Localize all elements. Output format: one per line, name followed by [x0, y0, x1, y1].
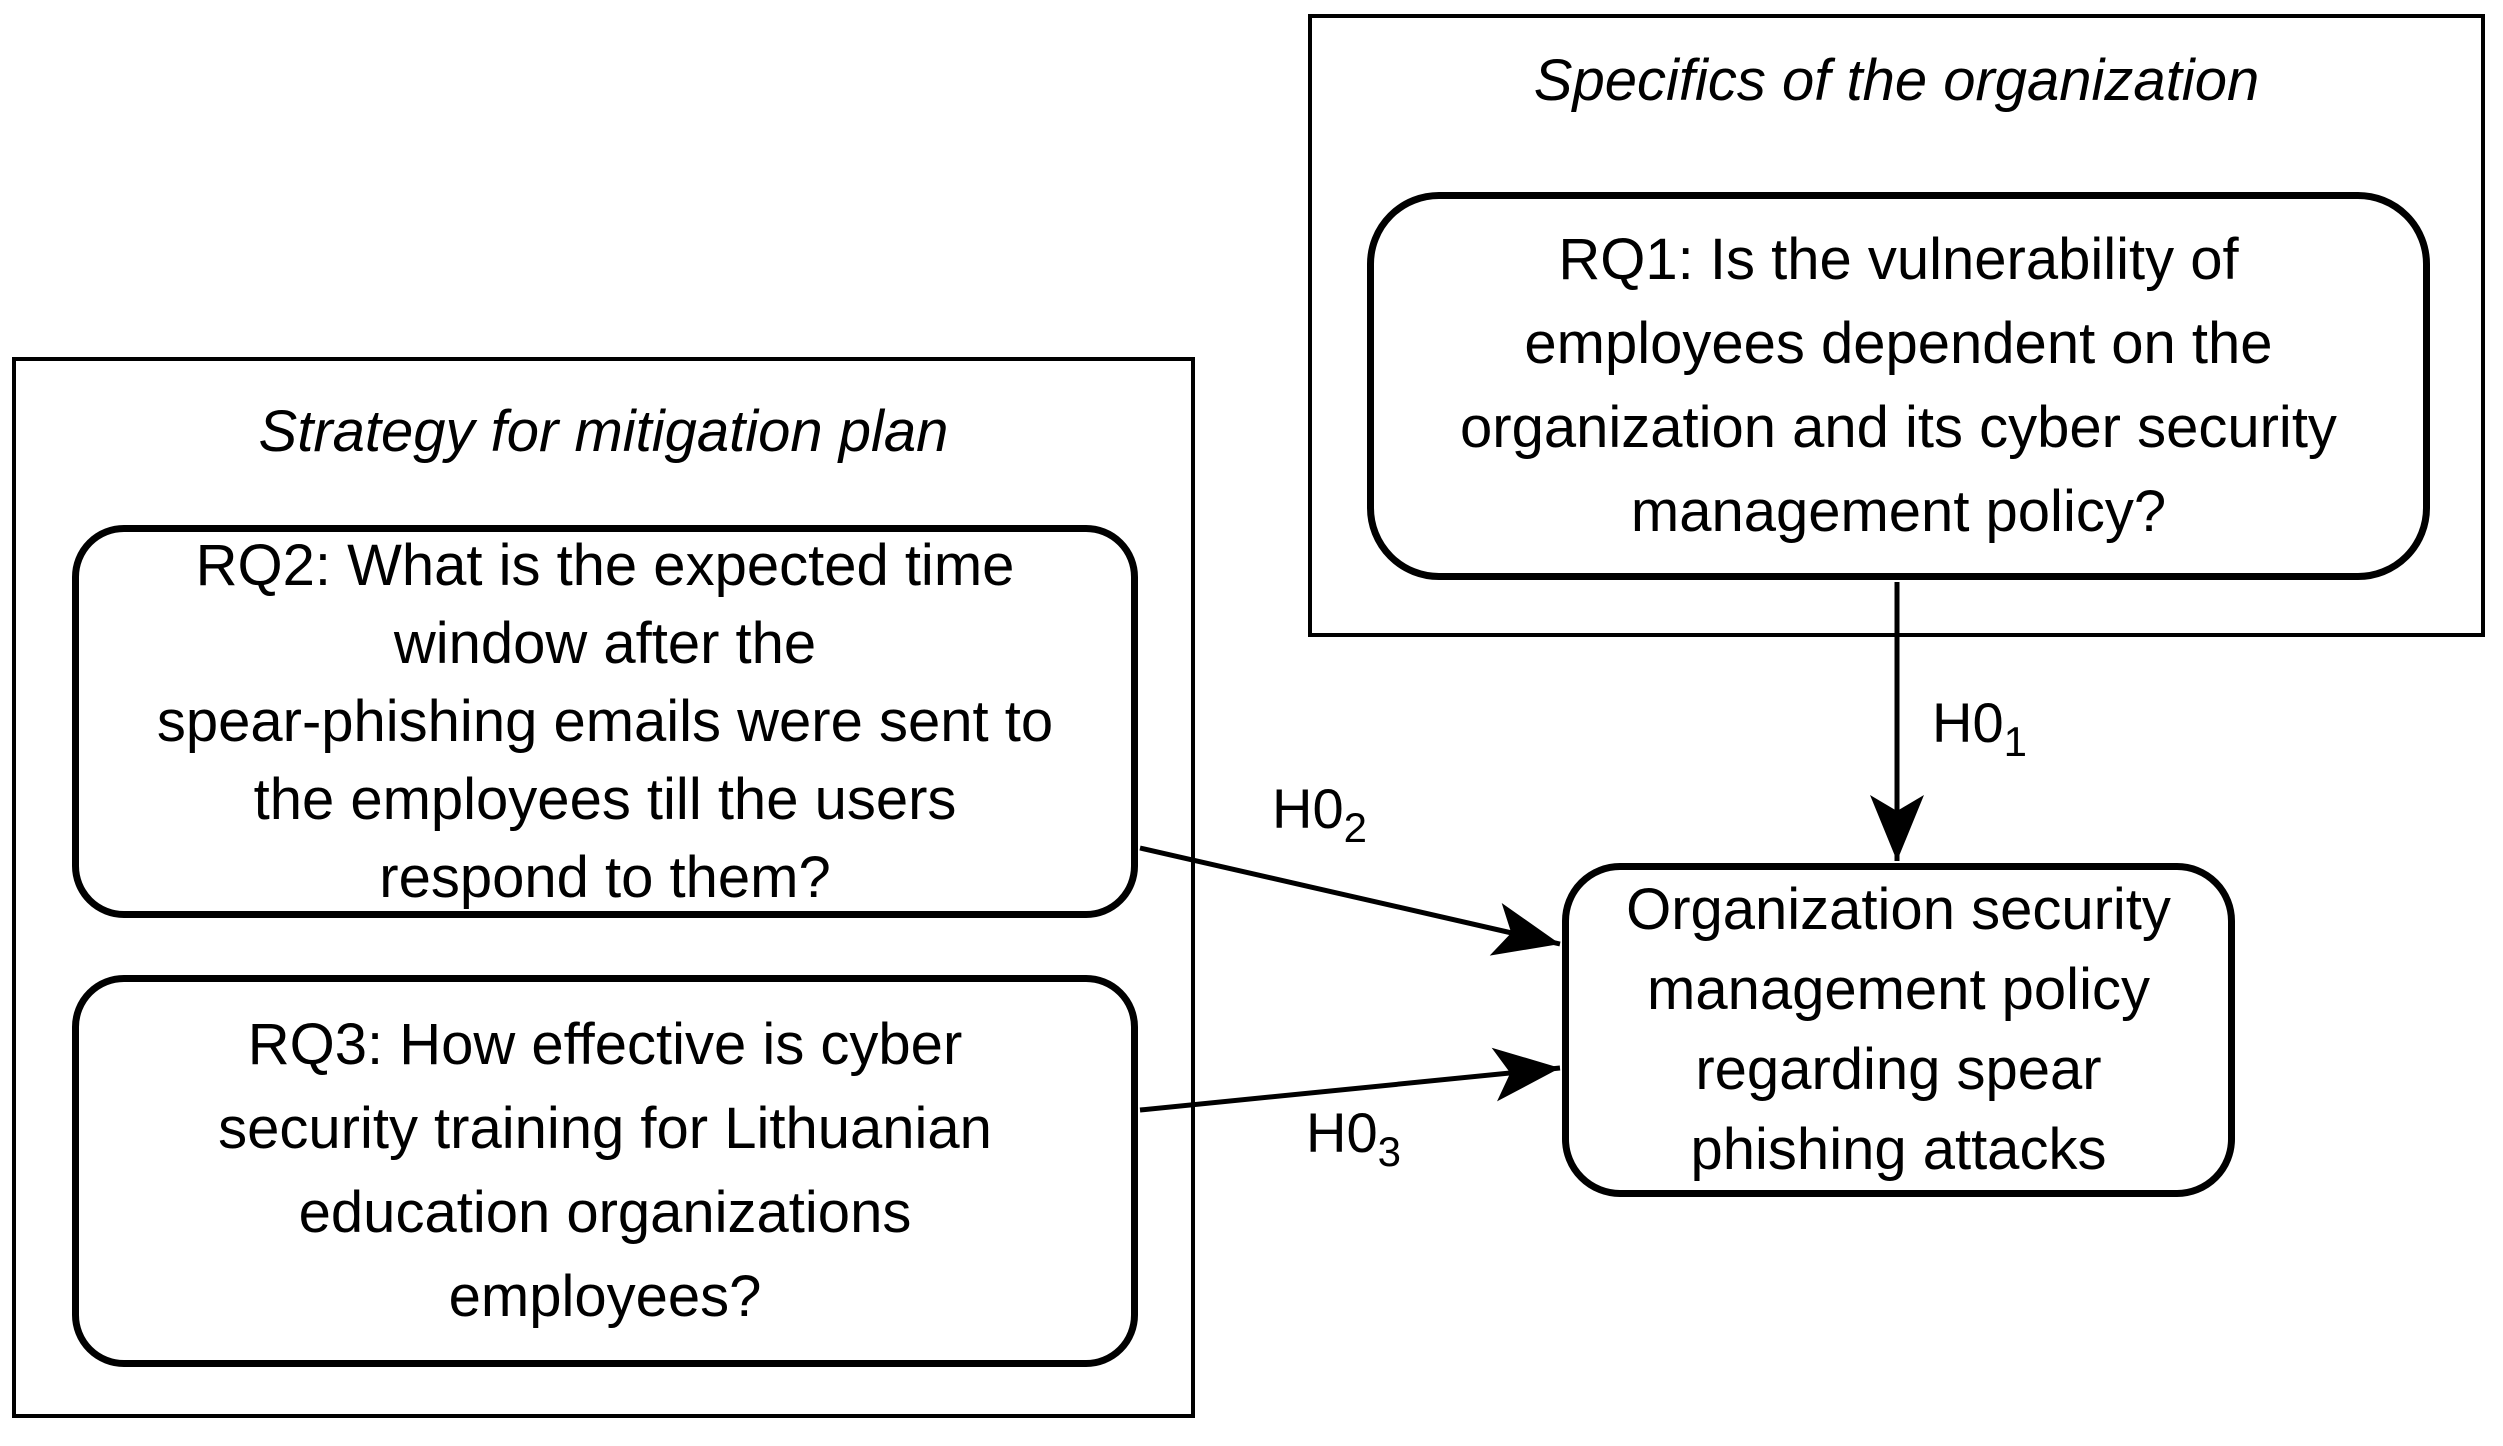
rq2-box: RQ2: What is the expected time window af… — [72, 525, 1138, 918]
rq3-line: employees? — [448, 1264, 762, 1329]
rq2-line: respond to them? — [379, 844, 831, 910]
rq2-line: spear-phishing emails were sent to — [156, 688, 1054, 754]
specifics-group-title: Specifics of the organization — [1533, 48, 2260, 113]
h01-label: H01 — [1932, 691, 2027, 763]
strategy-group-title: Strategy for mitigation plan — [258, 399, 949, 464]
rq2-line: window after the — [393, 610, 817, 676]
outcome-line: management policy — [1647, 957, 2150, 1022]
rq1-line: organization and its cyber security — [1460, 395, 2337, 460]
rq2-line: the employees till the users — [253, 766, 957, 832]
rq3-line: RQ3: How effective is cyber — [247, 1012, 963, 1077]
h01-label-text: H0 — [1932, 691, 2004, 754]
outcome-box: Organization security management policy … — [1562, 863, 2235, 1197]
rq3-line: education organizations — [298, 1180, 912, 1245]
outcome-line: phishing attacks — [1690, 1117, 2107, 1182]
h02-label-text: H0 — [1272, 777, 1344, 840]
outcome-line: Organization security — [1626, 877, 2171, 942]
h02-arrow — [1139, 845, 1561, 956]
rq1-line: management policy? — [1630, 479, 2167, 544]
rq1-box: RQ1: Is the vulnerability of employees d… — [1367, 192, 2430, 580]
h03-label: H03 — [1306, 1101, 1401, 1173]
h03-label-text: H0 — [1306, 1101, 1378, 1164]
rq3-box: RQ3: How effective is cyber security tra… — [72, 975, 1138, 1367]
rq2-line: RQ2: What is the expected time — [195, 532, 1015, 598]
rq3-line: security training for Lithuanian — [218, 1096, 992, 1161]
outcome-line: regarding spear — [1695, 1037, 2102, 1102]
h01-label-sub: 1 — [2003, 718, 2027, 765]
h02-label-sub: 2 — [1343, 804, 1367, 851]
rq1-line: RQ1: Is the vulnerability of — [1558, 227, 2239, 292]
rq1-line: employees dependent on the — [1524, 311, 2273, 376]
h02-label: H02 — [1272, 777, 1367, 849]
h03-label-sub: 3 — [1377, 1128, 1401, 1175]
